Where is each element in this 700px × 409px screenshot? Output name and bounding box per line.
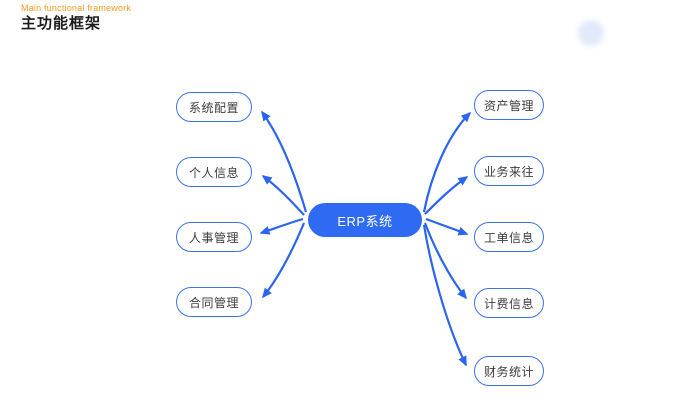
page-title: 主功能框架: [21, 15, 102, 32]
edge-center-to-contract-management: [262, 222, 306, 299]
page-subtitle: Main functional framework: [21, 3, 132, 13]
node-label: 计费信息: [483, 296, 534, 311]
node-contract-management[interactable]: 合同管理: [176, 287, 252, 317]
decorative-dot: [578, 20, 604, 46]
node-label: 人事管理: [188, 230, 239, 245]
edge-center-to-finance-statistics: [422, 224, 467, 367]
edge-center-to-system-config: [261, 110, 308, 213]
node-label: ERP系统: [337, 213, 393, 229]
node-billing-info[interactable]: 计费信息: [474, 288, 544, 318]
node-label: 资产管理: [483, 98, 534, 113]
node-work-order-info[interactable]: 工单信息: [474, 222, 544, 252]
node-erp-system[interactable]: ERP系统: [308, 203, 422, 237]
node-business-transactions[interactable]: 业务来往: [474, 156, 544, 186]
node-hr-management[interactable]: 人事管理: [176, 222, 252, 252]
node-label: 工单信息: [483, 230, 534, 245]
edge-center-to-business-transactions: [424, 176, 469, 215]
edge-center-to-asset-management: [422, 111, 472, 213]
edge-center-to-work-order-info: [425, 217, 469, 236]
edge-center-to-hr-management: [259, 217, 304, 235]
node-finance-statistics[interactable]: 财务统计: [474, 356, 544, 386]
node-label: 财务统计: [483, 364, 534, 379]
node-personal-info[interactable]: 个人信息: [176, 157, 252, 187]
edge-center-to-personal-info: [261, 175, 305, 216]
edge-center-to-billing-info: [423, 222, 467, 300]
node-label: 系统配置: [188, 100, 239, 115]
node-system-config[interactable]: 系统配置: [176, 92, 252, 122]
node-label: 合同管理: [188, 295, 239, 310]
node-asset-management[interactable]: 资产管理: [474, 90, 544, 120]
node-label: 个人信息: [188, 165, 239, 180]
node-label: 业务来往: [483, 164, 534, 179]
